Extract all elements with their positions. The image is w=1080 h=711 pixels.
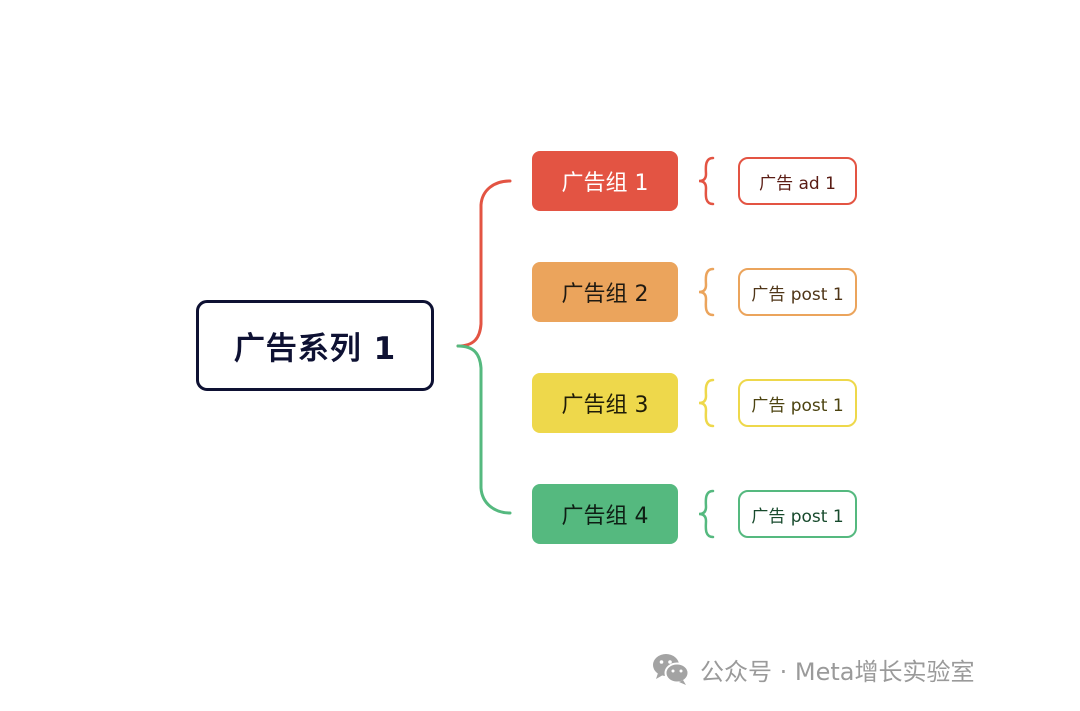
ad-node-2: 广告 post 1 — [738, 268, 857, 316]
ad-group-node-3: 广告组 3 — [532, 373, 678, 433]
watermark: 公众号 · Meta增长实验室 — [652, 650, 974, 688]
branch-line-1 — [456, 179, 512, 348]
watermark-text: 公众号 · Meta增长实验室 — [700, 657, 975, 686]
ad-group-label-1: 广告组 1 — [561, 171, 649, 196]
ad-group-label-2: 广告组 2 — [561, 282, 649, 307]
ad-group-node-4: 广告组 4 — [532, 484, 678, 544]
ad-group-node-2: 广告组 2 — [532, 262, 678, 322]
bracket-3 — [698, 378, 715, 428]
root-node-label: 广告系列 1 — [233, 331, 397, 367]
ad-group-label-4: 广告组 4 — [561, 504, 649, 529]
ad-node-3: 广告 post 1 — [738, 379, 857, 427]
ad-node-1: 广告 ad 1 — [738, 157, 857, 205]
bracket-2 — [698, 267, 715, 317]
bracket-1 — [698, 156, 715, 206]
bracket-4 — [698, 489, 715, 539]
root-node-campaign: 广告系列 1 — [196, 300, 434, 391]
wechat-icon — [653, 654, 690, 685]
ad-group-label-3: 广告组 3 — [561, 393, 649, 418]
ad-label-1: 广告 ad 1 — [759, 173, 836, 194]
ad-label-3: 广告 post 1 — [751, 395, 844, 416]
ad-label-4: 广告 post 1 — [751, 506, 844, 527]
ad-label-2: 广告 post 1 — [751, 284, 844, 305]
branch-line-2 — [456, 344, 512, 515]
ad-node-4: 广告 post 1 — [738, 490, 857, 538]
ad-group-node-1: 广告组 1 — [532, 151, 678, 211]
